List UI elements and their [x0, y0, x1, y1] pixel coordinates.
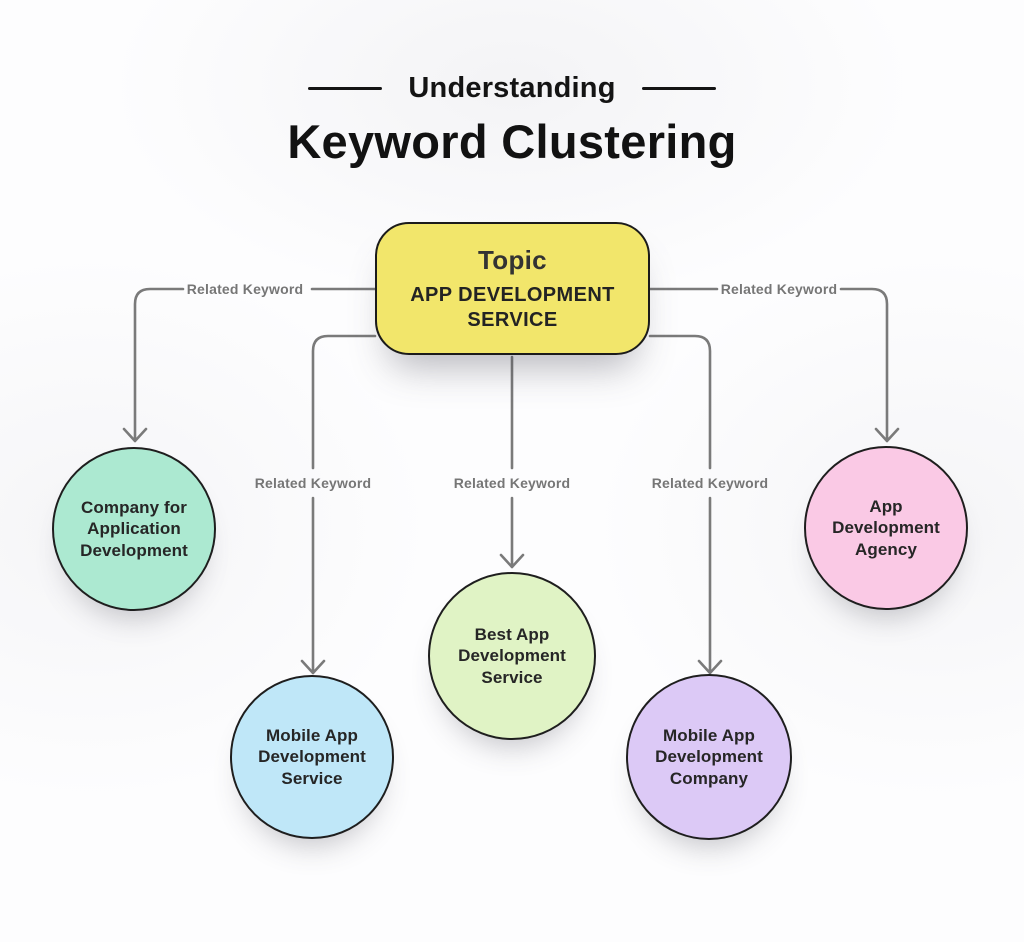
edge-label-right-top: Related Keyword — [720, 281, 838, 297]
keyword-circle-label: Company for Application Development — [80, 498, 188, 560]
connector-topic-to-best-app-development-service — [499, 355, 525, 569]
eyebrow-dash-left — [308, 87, 383, 90]
eyebrow-dash-right — [641, 87, 716, 90]
eyebrow-row: Understanding — [0, 72, 1024, 105]
keyword-circle-mobile-app-development-company: Mobile App Development Company — [626, 674, 792, 840]
page-title: Keyword Clustering — [287, 115, 737, 168]
connector-topic-to-mobile-app-development-service — [300, 334, 377, 675]
keyword-circle-best-app-development-service: Best App Development Service — [428, 572, 596, 740]
keyword-circle-company-for-application-development: Company for Application Development — [52, 447, 216, 611]
topic-box-heading: Topic — [478, 245, 547, 276]
keyword-circle-app-development-agency: App Development Agency — [804, 446, 968, 610]
keyword-circle-label: Best App Development Service — [458, 625, 566, 687]
keyword-circle-mobile-app-development-service: Mobile App Development Service — [230, 675, 394, 839]
connector-topic-to-company-for-application-development — [122, 287, 377, 443]
edge-label-left-top: Related Keyword — [186, 281, 304, 297]
topic-box: Topic APP DEVELOPMENT SERVICE — [375, 222, 650, 355]
header: Understanding Keyword Clustering — [0, 72, 1024, 169]
topic-box-keyword: APP DEVELOPMENT SERVICE — [410, 284, 615, 331]
keyword-circle-label: Mobile App Development Service — [258, 726, 366, 788]
keyword-circle-label: App Development Agency — [832, 497, 940, 559]
connector-topic-to-app-development-agency — [648, 287, 900, 443]
edge-label-right-bottom: Related Keyword — [651, 475, 769, 491]
eyebrow-text: Understanding — [408, 72, 616, 104]
connector-topic-to-mobile-app-development-company — [648, 334, 723, 675]
keyword-circle-label: Mobile App Development Company — [655, 726, 763, 788]
edge-label-left-bottom: Related Keyword — [254, 475, 372, 491]
edge-label-center: Related Keyword — [453, 475, 571, 491]
